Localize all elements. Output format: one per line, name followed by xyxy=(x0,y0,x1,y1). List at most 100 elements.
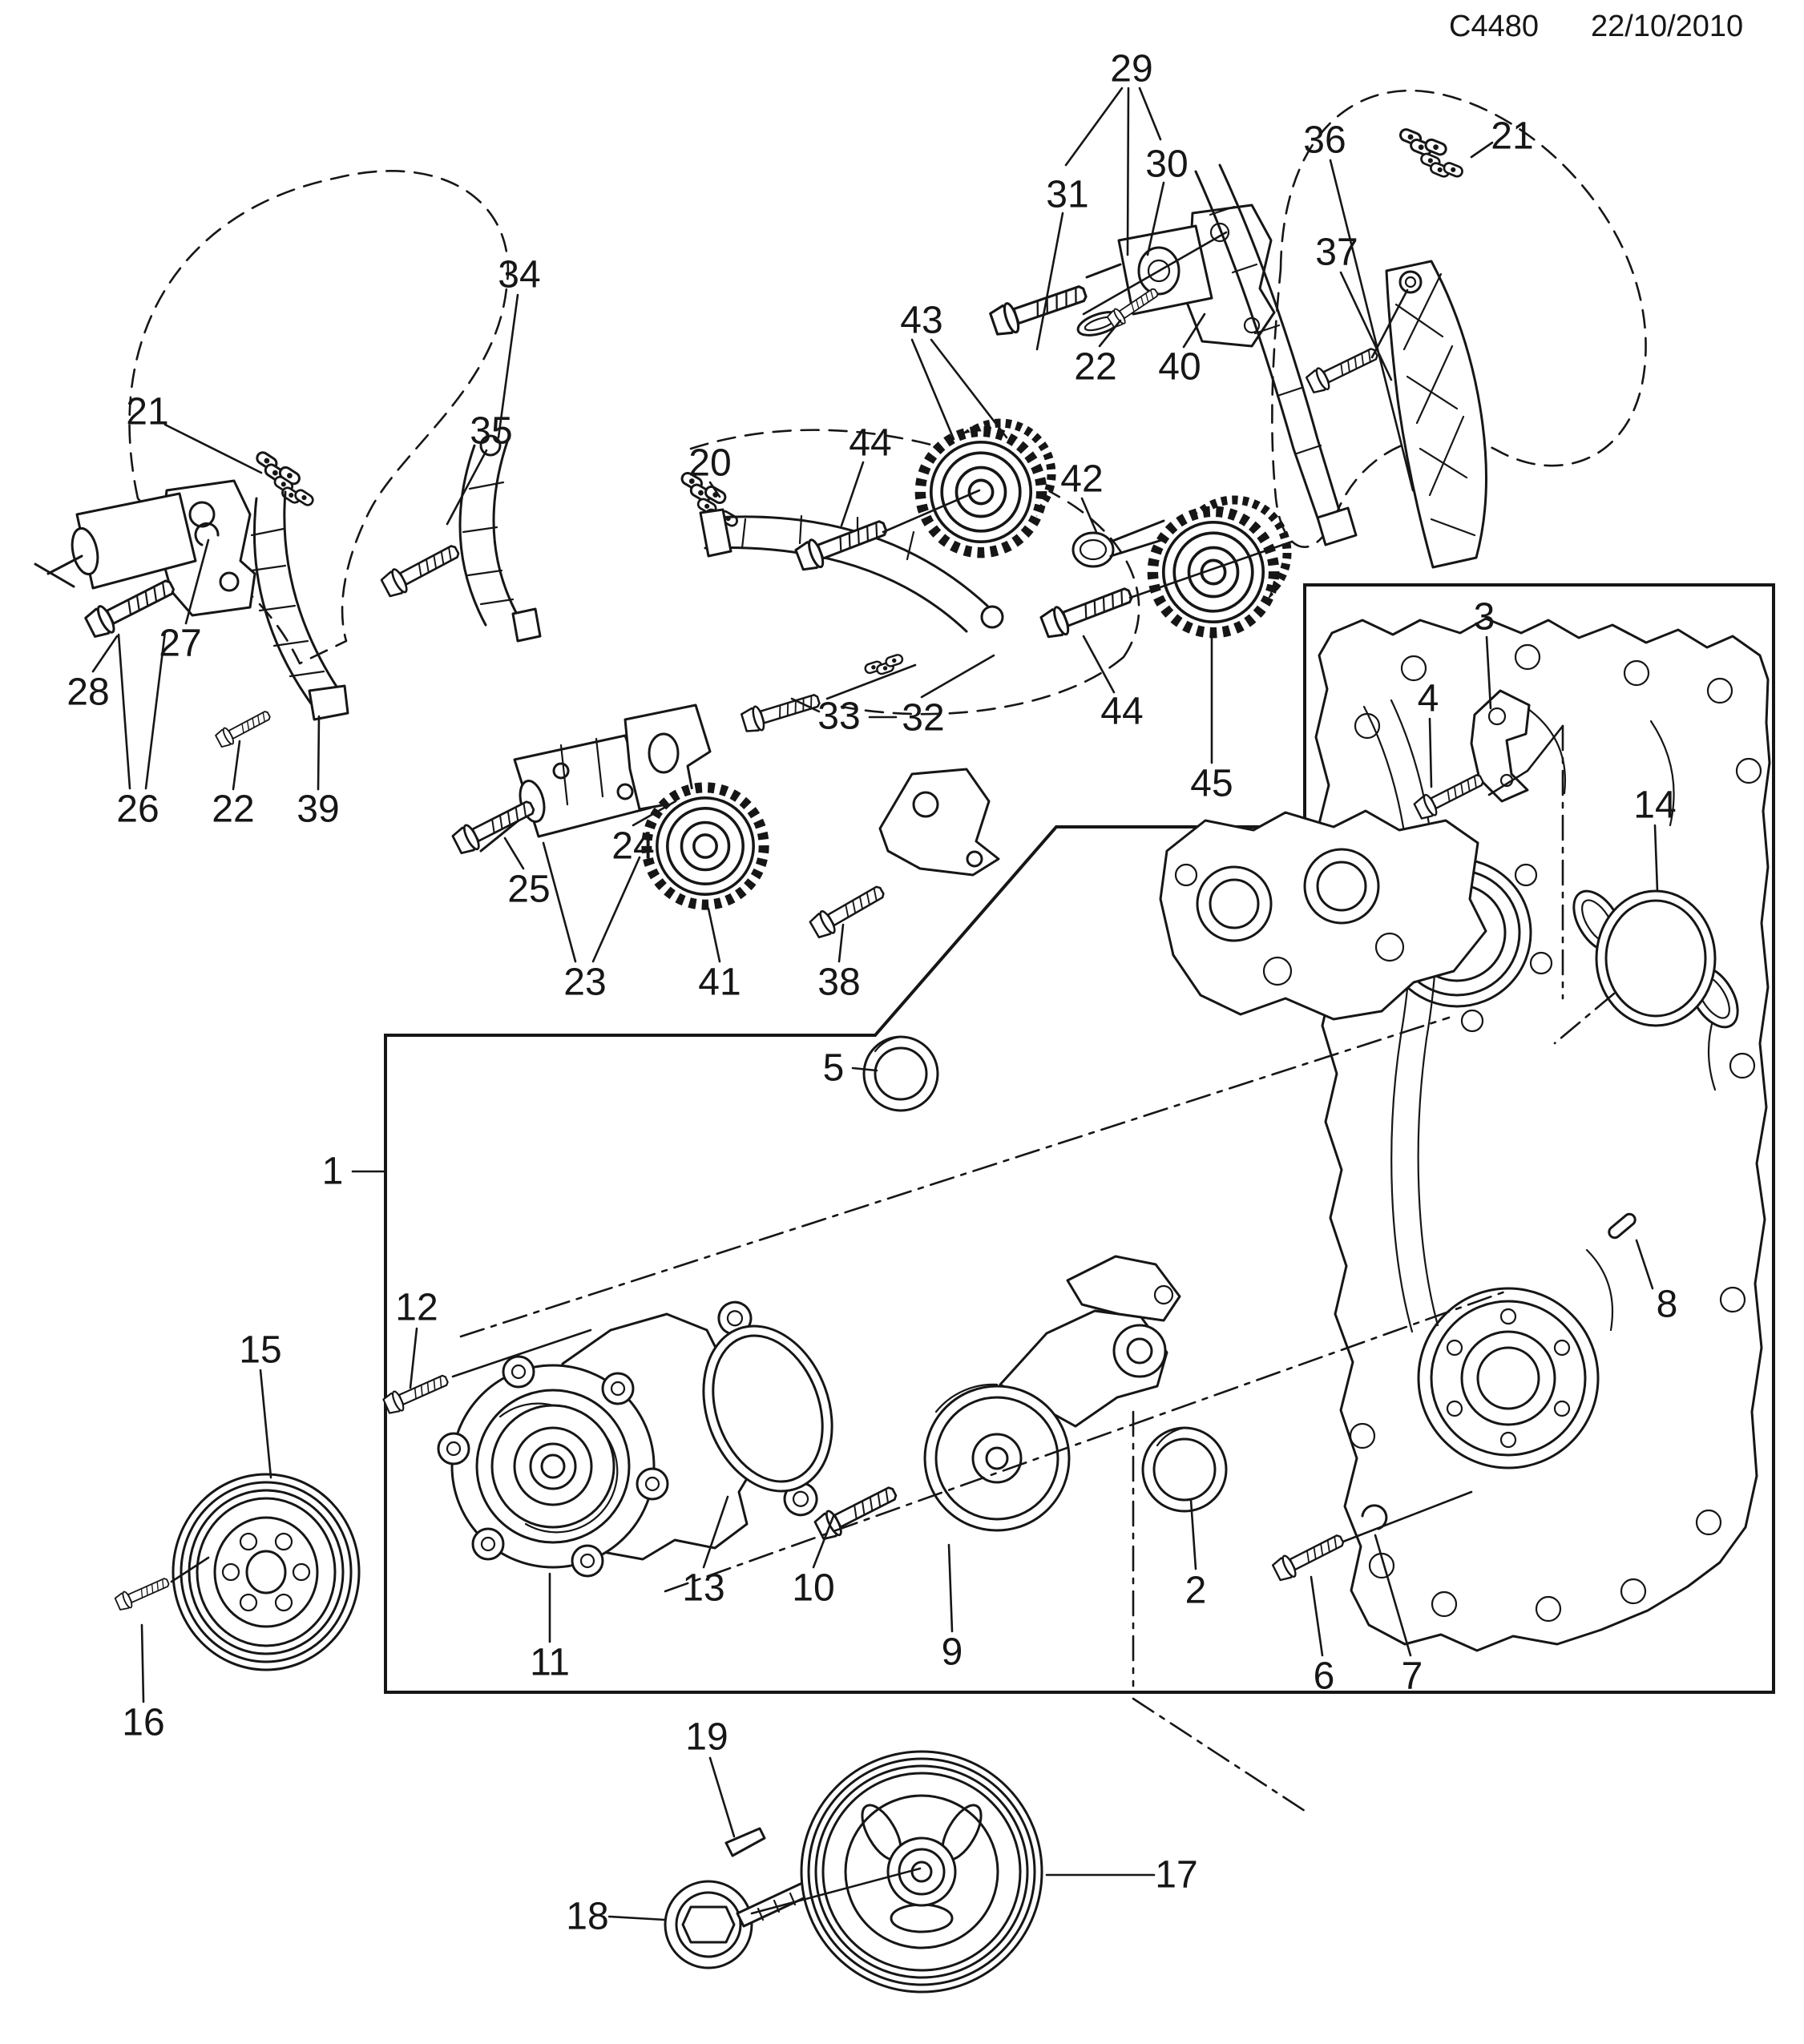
guide-ladder-bolt xyxy=(1304,341,1382,397)
callout-31: 31 xyxy=(1046,174,1088,216)
chain-tensioner-center xyxy=(479,734,652,853)
crankshaft-key xyxy=(724,1827,766,1857)
callout-14: 14 xyxy=(1633,784,1676,827)
belt-tensioner xyxy=(923,1255,1181,1532)
callout-41: 41 xyxy=(698,962,741,1004)
chain-path-left xyxy=(128,170,509,665)
leader-lines xyxy=(91,87,1659,1921)
callout-42: 42 xyxy=(1060,458,1103,501)
callout-25: 25 xyxy=(507,869,550,911)
front-cover-group-box xyxy=(384,583,1775,1694)
callout-22: 22 xyxy=(212,788,254,831)
callout-8: 8 xyxy=(1657,1284,1678,1326)
callout-38: 38 xyxy=(817,962,860,1004)
pulley-bolt-small xyxy=(113,1573,172,1613)
callout-22: 22 xyxy=(1074,346,1116,389)
callout-17: 17 xyxy=(1155,1854,1197,1897)
cover-bolt xyxy=(1270,1528,1348,1584)
callout-43: 43 xyxy=(900,300,942,342)
callout-11: 11 xyxy=(530,1642,570,1684)
callout-10: 10 xyxy=(792,1567,834,1610)
callout-21: 21 xyxy=(1491,115,1533,158)
crankshaft-pulley-bolt xyxy=(664,1877,821,1969)
guide-bracket-bolt xyxy=(807,879,890,941)
callout-39: 39 xyxy=(297,788,339,831)
callout-27: 27 xyxy=(159,623,201,665)
callout-36: 36 xyxy=(1303,119,1346,162)
figure-date: 22/10/2010 xyxy=(1591,10,1744,43)
callout-6: 6 xyxy=(1314,1655,1335,1698)
callout-23: 23 xyxy=(563,962,606,1004)
callout-1: 1 xyxy=(322,1151,344,1193)
callout-44: 44 xyxy=(1100,691,1143,733)
chain-guide-center xyxy=(699,508,1004,633)
retaining-clip-fork xyxy=(1072,519,1168,568)
bracket xyxy=(1470,689,1531,803)
callout-34: 34 xyxy=(498,254,540,296)
callout-12: 12 xyxy=(395,1287,438,1329)
crankshaft-seal xyxy=(1141,1426,1228,1513)
retaining-clip-left xyxy=(194,522,220,546)
tensioner-bolt-top xyxy=(987,276,1092,340)
callout-35: 35 xyxy=(470,410,512,453)
tensioner-gasket xyxy=(624,704,712,816)
camshaft-gear-bolt-exhaust xyxy=(1038,579,1136,642)
chain-guide-right-inner xyxy=(1194,163,1358,546)
guide-bolt-center xyxy=(739,687,823,736)
callout-5: 5 xyxy=(823,1047,845,1090)
callout-18: 18 xyxy=(566,1896,608,1938)
callout-30: 30 xyxy=(1145,143,1188,186)
callout-19: 19 xyxy=(685,1716,728,1759)
callout-45: 45 xyxy=(1190,763,1233,805)
guide-bolt-left xyxy=(213,706,274,750)
chain-path-right xyxy=(1271,89,1647,548)
callout-15: 15 xyxy=(239,1329,281,1372)
chain-path-center xyxy=(689,429,1140,716)
water-pump-gasket-right xyxy=(1572,889,1739,1029)
callout-37: 37 xyxy=(1315,232,1358,274)
timing-cover xyxy=(1314,617,1771,1652)
chain-link-right-2 xyxy=(1416,151,1465,184)
water-pump-pulley xyxy=(172,1473,361,1671)
tensioner-bolt-center xyxy=(450,793,539,858)
camshaft-gear-exhaust xyxy=(1152,511,1273,632)
chain-guide-right-ladder xyxy=(1385,260,1487,569)
callout-16: 16 xyxy=(122,1702,164,1744)
camshaft-seal xyxy=(862,1035,939,1112)
timing-chain-dashed-paths xyxy=(128,89,1647,716)
assembly-centerlines xyxy=(170,231,1616,1915)
callout-2: 2 xyxy=(1185,1570,1207,1612)
chain-tensioner-top xyxy=(1076,204,1276,348)
callout-13: 13 xyxy=(682,1567,724,1610)
guide-pivot-bolt-left xyxy=(378,538,464,601)
callout-7: 7 xyxy=(1402,1655,1423,1698)
guide-bracket xyxy=(878,768,1000,877)
callout-26: 26 xyxy=(116,788,159,831)
chain-tensioner-left xyxy=(34,479,256,617)
crankshaft-opening xyxy=(1417,1287,1600,1470)
callout-9: 9 xyxy=(942,1631,963,1674)
callout-29: 29 xyxy=(1110,48,1152,91)
water-pump-bolt xyxy=(381,1369,452,1417)
oil-pump-assembly xyxy=(1159,809,1487,1021)
water-pump-ears xyxy=(437,1355,669,1578)
callout-20: 20 xyxy=(688,442,731,485)
callout-28: 28 xyxy=(67,671,109,714)
water-pump-gasket xyxy=(702,1300,833,1517)
callout-33: 33 xyxy=(817,695,860,738)
chain-link-33 xyxy=(863,652,906,679)
callout-21: 21 xyxy=(126,391,168,433)
crankshaft-sprocket xyxy=(647,788,764,905)
cover-bolt-bosses xyxy=(1349,643,1762,1623)
chain-guide-pivot-left xyxy=(458,434,542,643)
callout-24: 24 xyxy=(611,825,654,868)
callout-40: 40 xyxy=(1158,346,1201,389)
crankshaft-pulley xyxy=(800,1750,1043,1994)
chain-guide-left xyxy=(250,490,349,721)
camshaft-gear-intake xyxy=(920,431,1041,552)
callout-3: 3 xyxy=(1474,596,1495,639)
callout-44: 44 xyxy=(849,422,891,465)
